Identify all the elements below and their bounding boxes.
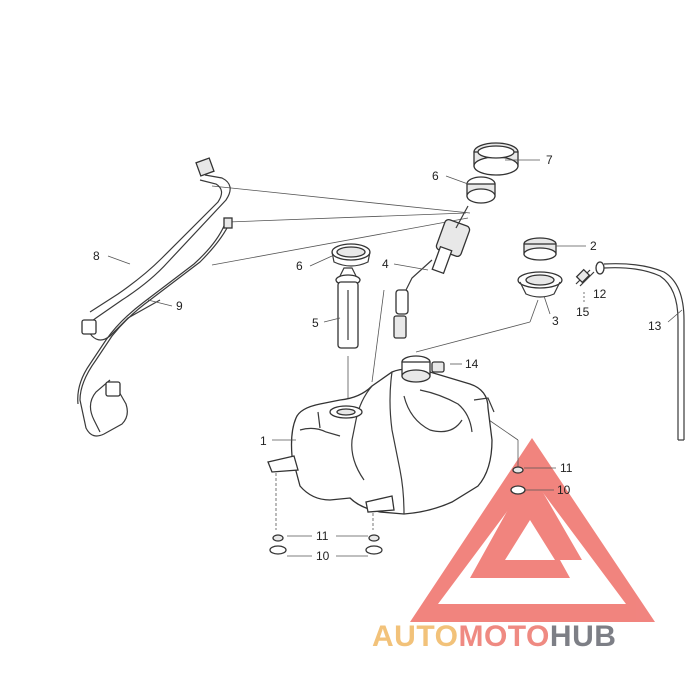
callout-10-base: 10 — [316, 549, 330, 563]
watermark-moto: MOTO — [458, 620, 549, 653]
callout-3: 3 — [552, 314, 559, 328]
watermark-hub: HUB — [550, 620, 617, 653]
callout-8: 8 — [93, 249, 100, 263]
part-12-clamp — [595, 261, 605, 275]
part-6-seal-upper — [466, 176, 496, 204]
callout-labels: 1 2 3 4 5 6 6 7 8 9 10 10 11 11 12 13 14… — [93, 153, 662, 563]
callout-11-tank: 11 — [560, 461, 573, 475]
callout-4: 4 — [382, 257, 389, 271]
part-2-filler-cap — [523, 237, 557, 261]
watermark-auto: AUTO — [372, 620, 458, 653]
watermark-wordmark: AUTOMOTOHUB — [372, 620, 616, 653]
breather-pipe-8 — [81, 157, 231, 341]
part-13-hose — [603, 263, 685, 441]
callout-5: 5 — [312, 316, 319, 330]
callout-12: 12 — [593, 287, 607, 301]
callout-6-upper: 6 — [432, 169, 439, 183]
callout-leaders — [107, 159, 683, 441]
callout-14: 14 — [465, 357, 479, 371]
part-15-valve — [575, 268, 595, 287]
callout-11-base: 11 — [316, 529, 329, 543]
callout-9: 9 — [176, 299, 183, 313]
svg-text:AUTOMOTOHUB: AUTOMOTOHUB — [372, 620, 616, 653]
parts-10-11-washers — [269, 466, 556, 557]
part-7-ring — [473, 142, 519, 176]
part-14-grommet — [431, 361, 445, 373]
callout-10-tank: 10 — [557, 483, 571, 497]
callout-6-lower: 6 — [296, 259, 303, 273]
watermark-triangle-logo — [410, 438, 655, 622]
assembly-lines — [211, 185, 585, 530]
breather-pipe-9 — [77, 217, 233, 437]
part-5-level-sensor — [335, 267, 361, 349]
callout-13: 13 — [648, 319, 662, 333]
callout-15: 15 — [576, 305, 590, 319]
part-4-fuel-pump — [393, 205, 471, 339]
callout-7: 7 — [546, 153, 553, 167]
callout-1: 1 — [260, 434, 267, 448]
part-3-filler-neck — [517, 271, 563, 298]
part-1-fuel-tank — [267, 355, 495, 515]
callout-2: 2 — [590, 239, 597, 253]
part-6-seal-lower — [331, 243, 371, 267]
